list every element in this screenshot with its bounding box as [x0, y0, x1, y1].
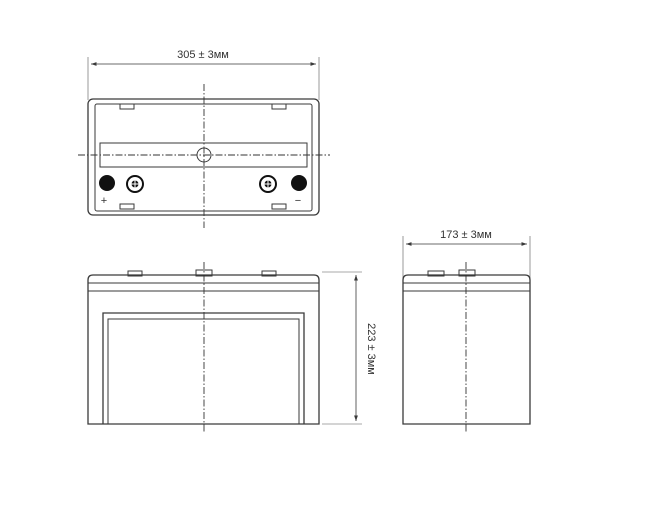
vent-tab-bottom-right	[271, 203, 287, 210]
top-view: 305 ± 3мм + −	[78, 49, 330, 228]
front-view: 223 ± 3мм	[87, 262, 377, 432]
vent-tab-top-right	[271, 103, 287, 110]
top-view-lid	[94, 103, 313, 212]
top-view-outer-case	[87, 98, 320, 216]
width-dimension-label: 173 ± 3мм	[440, 229, 492, 241]
front-label-panel-inner	[107, 318, 300, 424]
side-view: 173 ± 3мм	[402, 229, 531, 432]
front-view-body	[87, 274, 320, 425]
front-label-panel-outer	[102, 312, 305, 424]
negative-bolt-terminal	[259, 175, 277, 193]
length-dimension-label: 305 ± 3мм	[177, 49, 229, 61]
negative-terminal-indicator	[291, 175, 307, 191]
negative-symbol: −	[295, 195, 301, 207]
positive-symbol: +	[101, 195, 107, 207]
height-dimension-label: 223 ± 3мм	[365, 323, 377, 375]
side-view-body	[402, 274, 531, 425]
vent-tab-top-left	[119, 103, 135, 110]
front-stud-left	[127, 270, 143, 277]
side-stud-left	[427, 270, 445, 277]
vent-tab-bottom-left	[119, 203, 135, 210]
positive-bolt-terminal	[126, 175, 144, 193]
positive-terminal-indicator	[99, 175, 115, 191]
front-stud-right	[261, 270, 277, 277]
side-stud-right	[458, 269, 476, 277]
